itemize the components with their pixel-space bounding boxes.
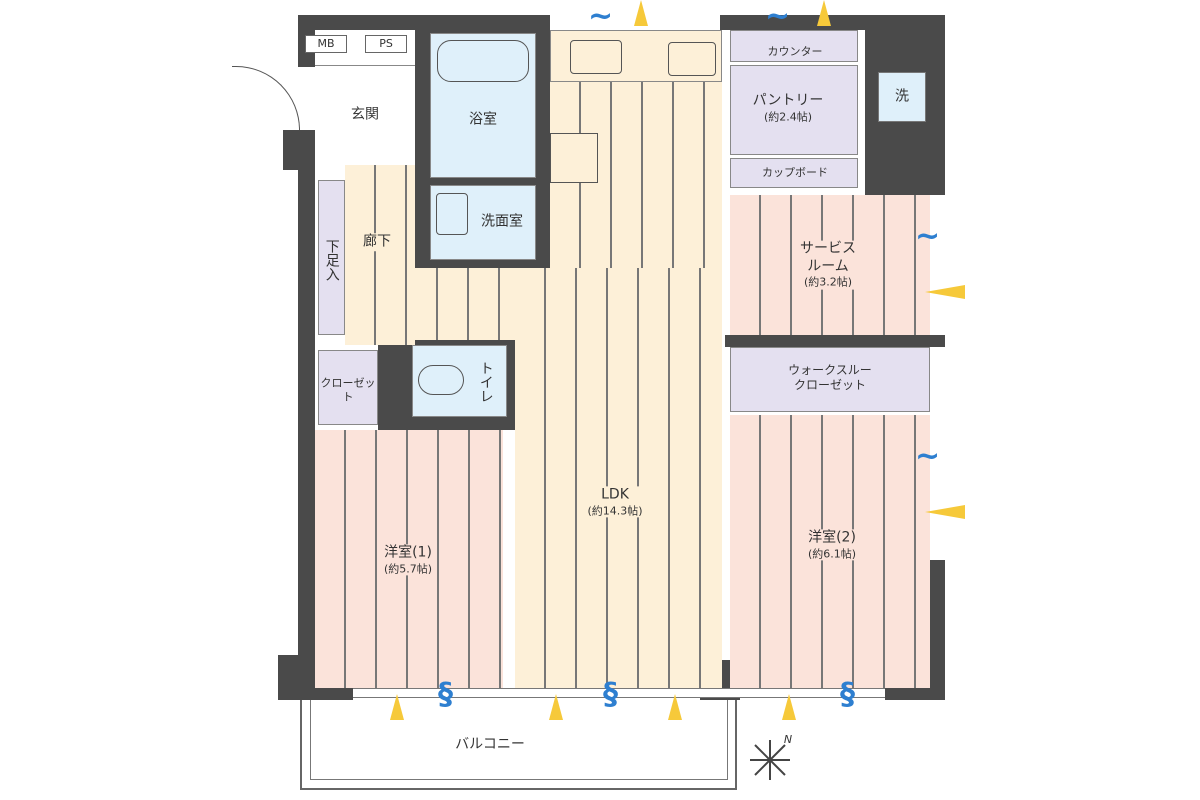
wind-blue-icon: § bbox=[438, 677, 453, 712]
wind-blue-icon: ~ bbox=[588, 0, 614, 34]
mb-label: MB bbox=[317, 37, 335, 51]
ldk bbox=[515, 268, 722, 688]
western-room-1-size: (約5.7帖) bbox=[383, 561, 433, 575]
balcony-label: バルコニー bbox=[455, 736, 525, 753]
pantry-label: パントリー(約2.4帖) bbox=[753, 92, 824, 123]
ldk-name: LDK bbox=[601, 486, 629, 503]
wind-yellow-icon bbox=[668, 694, 682, 720]
wall-left-lower bbox=[283, 130, 315, 170]
stove bbox=[668, 42, 716, 76]
western-room-2-label: 洋室(2)(約6.1帖) bbox=[807, 529, 857, 561]
wind-blue-icon: ~ bbox=[915, 439, 941, 474]
bath bbox=[430, 33, 536, 178]
mb-box: MB bbox=[305, 35, 347, 53]
hallway-label: 廊下 bbox=[363, 233, 391, 251]
walk-through-closet-label: ウォークスルークローゼット bbox=[788, 363, 872, 393]
western-room-1-name: 洋室(1) bbox=[384, 544, 432, 561]
fridge-space bbox=[550, 133, 598, 183]
wind-yellow-icon bbox=[782, 694, 796, 720]
wind-blue-icon: ~ bbox=[765, 0, 791, 34]
entrance-door[interactable] bbox=[232, 66, 300, 130]
closet-label: クローゼット bbox=[320, 376, 376, 403]
compass-icon bbox=[745, 735, 795, 785]
washer-label: 洗 bbox=[895, 88, 909, 105]
sink bbox=[570, 40, 622, 74]
counter bbox=[730, 30, 858, 62]
wind-yellow-icon bbox=[817, 0, 831, 26]
washer-space bbox=[878, 72, 926, 122]
ps-label: PS bbox=[379, 37, 393, 51]
washroom bbox=[430, 185, 536, 260]
wind-yellow-icon bbox=[390, 694, 404, 720]
wind-blue-icon: ~ bbox=[915, 219, 941, 254]
wind-blue-icon: § bbox=[840, 677, 855, 712]
washbasin bbox=[436, 193, 468, 235]
compass-north-label: N bbox=[783, 733, 793, 747]
hallway-lower bbox=[345, 268, 515, 340]
toilet-label: トイレ bbox=[477, 361, 494, 403]
wtc-line1: ウォークスルー bbox=[788, 363, 872, 377]
washroom-label: 洗面室 bbox=[481, 213, 523, 230]
wall-mid bbox=[725, 335, 945, 347]
cupboard bbox=[730, 158, 858, 188]
wind-yellow-icon bbox=[925, 285, 965, 299]
walk-through-closet bbox=[730, 347, 930, 412]
entrance bbox=[315, 65, 415, 165]
wtc-line2: クローゼット bbox=[793, 378, 866, 392]
bathtub bbox=[437, 40, 529, 82]
wind-yellow-icon bbox=[549, 694, 563, 720]
pantry-name: パントリー bbox=[752, 92, 824, 109]
shoe-storage-label: 下足入 bbox=[323, 239, 340, 281]
bath-label: 浴室 bbox=[469, 111, 497, 128]
toilet-bowl bbox=[418, 365, 464, 395]
wall-top bbox=[298, 15, 550, 30]
western-room-2-size: (約6.1帖) bbox=[807, 546, 857, 560]
western-room-1-label: 洋室(1)(約5.7帖) bbox=[383, 544, 433, 576]
service-room-line1: サービス bbox=[800, 240, 856, 257]
entrance-label: 玄関 bbox=[351, 106, 379, 123]
pantry bbox=[730, 65, 858, 155]
ldk-size: (約14.3帖) bbox=[587, 503, 643, 517]
ldk-label: LDK(約14.3帖) bbox=[587, 486, 643, 518]
wind-yellow-icon bbox=[634, 0, 648, 26]
pantry-size: (約2.4帖) bbox=[763, 109, 813, 123]
window-bottom bbox=[353, 688, 885, 698]
wind-blue-icon: § bbox=[603, 677, 618, 712]
service-room-size: (約3.2帖) bbox=[803, 275, 853, 289]
ps-box: PS bbox=[365, 35, 407, 53]
western-room-2-name: 洋室(2) bbox=[808, 529, 856, 546]
service-room-line2: ルーム bbox=[807, 258, 849, 275]
wind-yellow-icon bbox=[925, 505, 965, 519]
cupboard-label: カップボード bbox=[762, 166, 828, 180]
closet bbox=[318, 350, 378, 425]
western-room-2 bbox=[730, 415, 930, 688]
counter-label: カウンター bbox=[767, 45, 823, 59]
balcony-inner bbox=[310, 700, 728, 780]
wall-left-main bbox=[298, 170, 315, 660]
service-room-label: サービスルーム(約3.2帖) bbox=[800, 240, 856, 290]
balcony bbox=[300, 700, 737, 790]
shoe-storage bbox=[318, 180, 345, 335]
